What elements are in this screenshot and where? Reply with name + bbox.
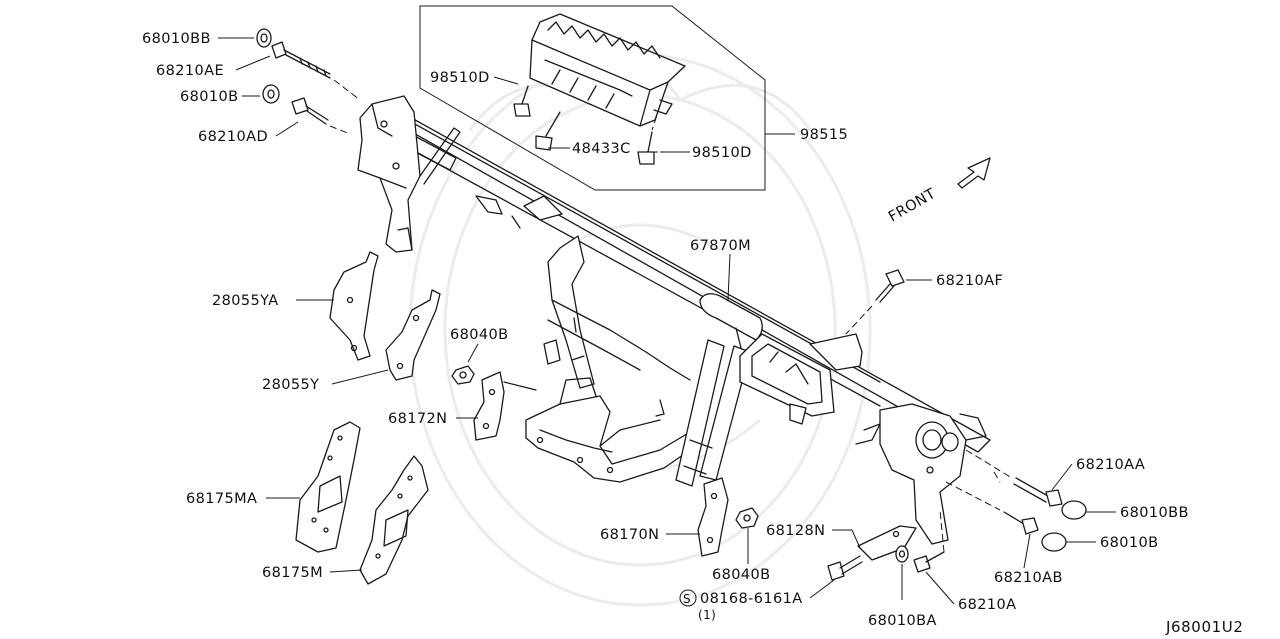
label-68010BA: 68010BA: [868, 613, 937, 629]
plate-68175M: [359, 455, 429, 585]
nut-68040B-top: [451, 365, 475, 385]
beam-clip-b: [523, 195, 563, 221]
label-68170N: 68170N: [600, 527, 659, 543]
bracket-68172N: [473, 371, 537, 441]
label-98510D-left: 98510D: [430, 70, 490, 86]
washer-68010BB-top: [256, 28, 272, 48]
bolt-08168-6161A: [827, 555, 863, 581]
label-68010BB-right: 68010BB: [1120, 505, 1189, 521]
label-68010B-right: 68010B: [1100, 535, 1158, 551]
front-direction-arrow: FRONT: [886, 157, 991, 226]
beam-clip-c: [511, 215, 521, 229]
s-mark: S: [683, 592, 691, 606]
center-stay: [543, 235, 691, 389]
bracket-28055Y: [385, 289, 441, 381]
label-08168-6161A: 08168-6161A: [700, 591, 803, 607]
radio-bracket: [739, 333, 835, 425]
bolt-68210AE: [271, 41, 331, 79]
bolt-68210AD: [291, 97, 329, 125]
bracket-68128N: [857, 525, 917, 561]
label-68128N: 68128N: [766, 523, 825, 539]
bolt-98510D-right: [637, 105, 661, 165]
bolt-48433C: [535, 111, 561, 151]
diagram-code: J68001U2: [1165, 618, 1243, 636]
bolt-68210AB: [945, 481, 1039, 535]
dash-right-a: [993, 471, 1001, 483]
bolt-68210A: [913, 509, 945, 573]
bracket-28055YA: [329, 251, 379, 361]
right-end-bracket: [855, 403, 987, 545]
label-68210AD: 68210AD: [198, 129, 268, 145]
floor-stay: [809, 333, 863, 371]
label-48433C: 48433C: [572, 141, 631, 157]
label-68175MA: 68175MA: [186, 491, 257, 507]
washer-68010B-right: [1041, 532, 1067, 552]
label-68175M: 68175M: [262, 565, 323, 581]
label-68210AA: 68210AA: [1076, 457, 1145, 473]
dash-top-bolts: [329, 79, 361, 135]
label-28055YA: 28055YA: [212, 293, 279, 309]
label-68040B-bottom: 68040B: [712, 567, 770, 583]
beam-clip-a: [475, 195, 503, 215]
front-label: FRONT: [886, 186, 939, 226]
washer-68010B-top: [262, 84, 280, 104]
bolt-68210AA: [965, 449, 1063, 507]
label-67870M: 67870M: [690, 238, 751, 254]
nut-68040B-bottom: [735, 507, 759, 529]
leader-lines: [218, 37, 1116, 605]
label-68172N: 68172N: [388, 411, 447, 427]
s-mark-circle: [679, 589, 697, 607]
label-28055Y: 28055Y: [262, 377, 319, 393]
label-68210AE: 68210AE: [156, 63, 224, 79]
part-labels: 68010BB 68210AE 68010B 68210AD 98510D 48…: [142, 31, 1243, 636]
airbag-module: [529, 13, 686, 127]
plate-68175MA: [295, 421, 361, 553]
bolt-68210AF: [845, 269, 905, 335]
label-98510D-right: 98510D: [692, 145, 752, 161]
label-68210AB: 68210AB: [994, 570, 1063, 586]
label-98515: 98515: [800, 127, 848, 143]
center-pillars: [675, 339, 751, 487]
label-68010BB-top: 68010BB: [142, 31, 211, 47]
label-68010B-top: 68010B: [180, 89, 238, 105]
label-68040B-top: 68040B: [450, 327, 508, 343]
washer-68010BA: [895, 545, 909, 563]
bolt-98510D-left: [513, 85, 531, 117]
bracket-68170N: [697, 477, 729, 557]
washer-68010BB-right: [1061, 500, 1087, 520]
label-08168-qty: (1): [698, 608, 716, 622]
label-68210AF: 68210AF: [936, 273, 1003, 289]
label-68210A: 68210A: [958, 597, 1016, 613]
left-end-bracket: [357, 95, 461, 253]
